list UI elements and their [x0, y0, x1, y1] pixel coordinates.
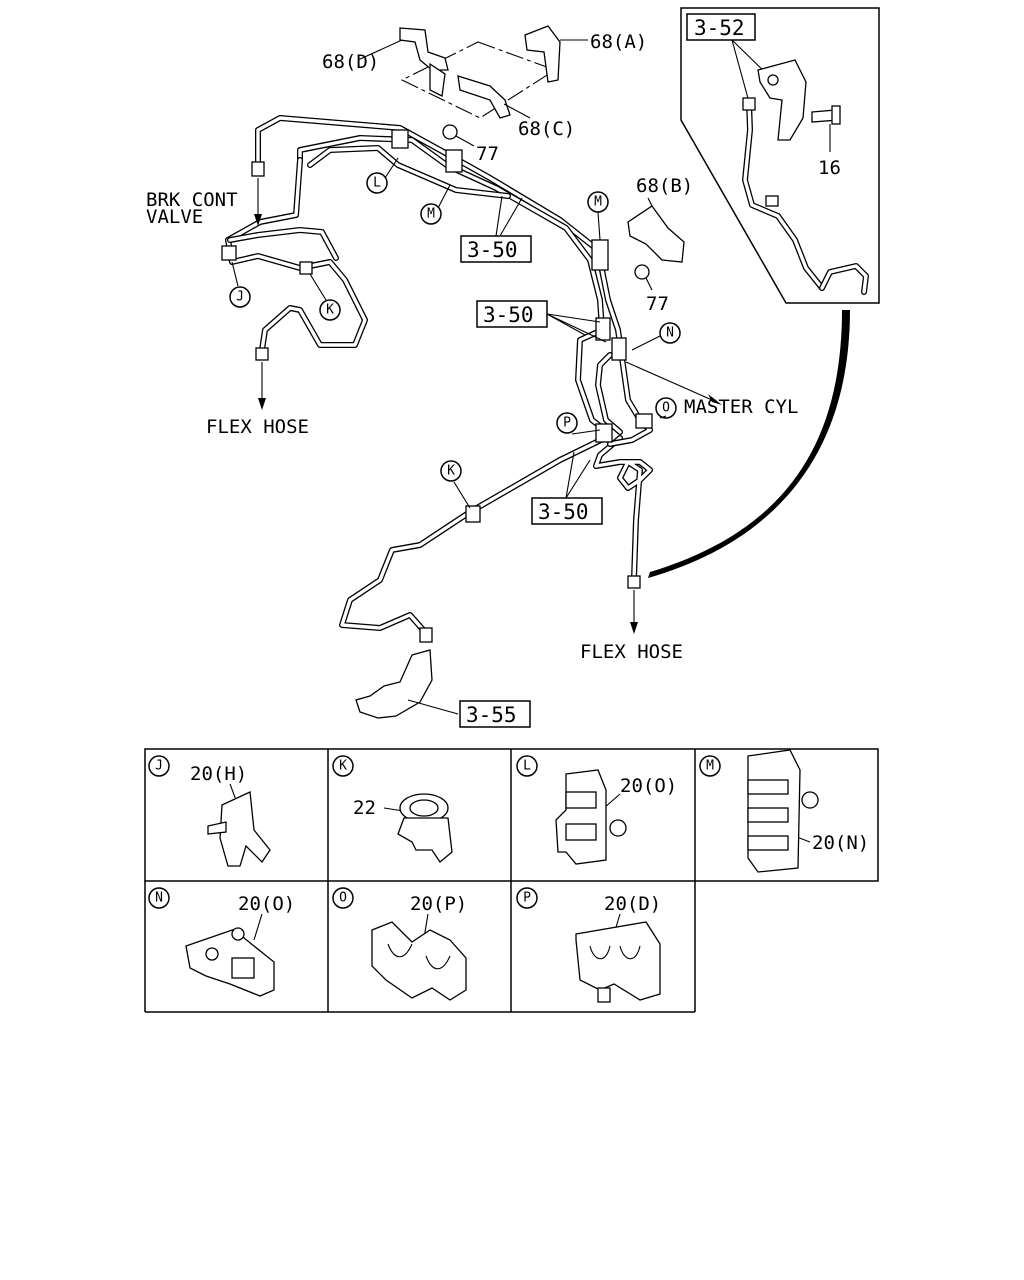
detail-cell-j: J 20(H) — [148, 755, 271, 867]
pipe-fittings — [221, 129, 653, 643]
detail-letter-o: O — [339, 891, 347, 906]
label-flex-hose-bottom: FLEX HOSE — [580, 641, 683, 663]
detail-part-n: 20(O) — [238, 893, 295, 915]
detail-letter-k: K — [339, 759, 347, 774]
detail-part-k: 22 — [353, 797, 376, 819]
detail-part-o: 20(P) — [410, 893, 467, 915]
clip-marker-p: P — [563, 416, 571, 431]
detail-letter-p: P — [523, 891, 531, 906]
bracket-3-55: 3-55 — [355, 649, 531, 728]
callout-68b: 68(B) — [636, 175, 693, 197]
ref-3-50-group: 3-50 3-50 3-50 — [460, 195, 607, 525]
bracket-68b: 68(B) 77 — [627, 175, 693, 315]
clip-marker-m-left: M — [427, 207, 435, 222]
callout-68d: 68(D) — [322, 51, 379, 73]
ref-3-52-label: 3-52 — [694, 16, 745, 40]
detail-letter-n: N — [155, 891, 163, 906]
bracket-group-68: 68(D) 68(A) 68(C) 77 — [322, 25, 647, 165]
callout-77-top: 77 — [476, 143, 499, 165]
ref-3-50-label-mid: 3-50 — [483, 303, 534, 327]
flow-arrows — [254, 178, 722, 634]
clip-marker-k-upper: K — [326, 303, 334, 318]
detail-cell-o: O 20(P) — [332, 887, 467, 1001]
detail-cell-k: K 22 — [332, 755, 453, 863]
inset-connector-curve — [648, 310, 850, 578]
detail-cell-p: P 20(D) — [516, 887, 661, 1003]
detail-cell-m: M 20(N) — [699, 749, 869, 873]
label-flex-hose-left: FLEX HOSE — [206, 416, 309, 438]
callout-68c: 68(C) — [518, 118, 575, 140]
clip-detail-table: J 20(H) K 22 L 20(O) — [144, 748, 879, 1013]
detail-cell-l: L 20(O) — [516, 755, 677, 865]
clip-marker-j: J — [236, 290, 244, 305]
ref-3-50-label-top: 3-50 — [467, 238, 518, 262]
ref-3-50-label-bottom: 3-50 — [538, 500, 589, 524]
callout-68a: 68(A) — [590, 31, 647, 53]
clip-marker-o: O — [662, 401, 670, 416]
detail-part-p: 20(D) — [604, 893, 661, 915]
clip-marker-m-right: M — [594, 195, 602, 210]
detail-letter-j: J — [155, 759, 163, 774]
label-brk-cont: BRK CONT — [146, 189, 238, 211]
detail-letter-m: M — [706, 759, 714, 774]
clip-marker-k-lower: K — [447, 464, 455, 479]
ref-3-55-label: 3-55 — [466, 703, 517, 727]
detail-cell-n: N 20(O) — [148, 887, 295, 997]
label-master-cyl: MASTER CYL — [684, 396, 798, 418]
clip-markers: L M M J K N O P K — [229, 157, 681, 509]
label-valve: VALVE — [146, 206, 203, 228]
callout-16: 16 — [818, 157, 841, 179]
detail-part-j: 20(H) — [190, 763, 247, 785]
brake-pipes — [225, 115, 653, 635]
detail-letter-l: L — [523, 759, 531, 774]
detail-part-m: 20(N) — [812, 832, 869, 854]
clip-marker-n: N — [666, 326, 674, 341]
clip-marker-l: L — [373, 176, 381, 191]
callout-77-right: 77 — [646, 293, 669, 315]
detail-part-l: 20(O) — [620, 775, 677, 797]
inset-detail-3-52: 3-52 16 — [680, 7, 880, 304]
